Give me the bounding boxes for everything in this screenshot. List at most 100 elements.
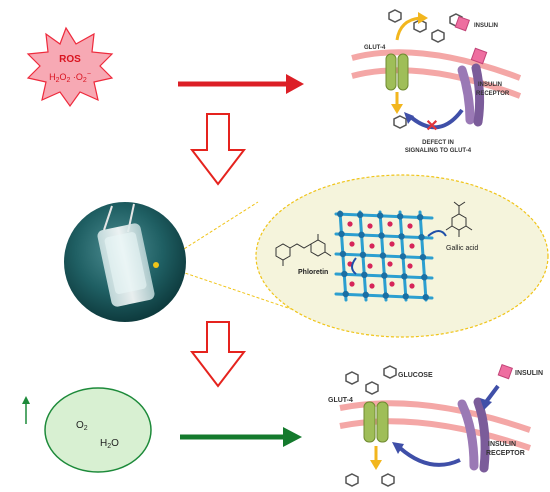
insulin-molecule-top	[470, 47, 488, 65]
vial-photo	[64, 202, 186, 322]
signaling-arrow-bottom	[398, 446, 461, 467]
crosslink-node	[401, 273, 408, 280]
drug-particle	[387, 261, 393, 267]
oxygen-water-circle	[44, 387, 152, 473]
crosslink-node	[416, 214, 424, 221]
phloretin-label: Phloretin	[298, 269, 328, 276]
crosslink-node	[361, 271, 368, 278]
crosslink-node	[341, 270, 348, 278]
crosslink-node	[381, 272, 388, 279]
drug-particle	[389, 241, 395, 247]
membrane-top-line-1	[351, 49, 522, 81]
red-arrow	[178, 74, 304, 94]
glut4-label-top: GLUT-4	[364, 45, 386, 51]
insulin-icon-bottom	[497, 363, 513, 380]
crosslink-node	[402, 293, 409, 300]
o2-label: O2	[76, 420, 88, 432]
insulin-binding-arrowhead	[480, 398, 492, 410]
receptor-label-bottom-1: INSULIN	[488, 441, 516, 448]
crosslink-node	[379, 252, 387, 259]
glut4-label-bottom: GLUT-4	[328, 397, 353, 404]
ros-starburst-shape	[26, 26, 114, 108]
glucose-flow-arrow-top	[395, 16, 421, 41]
ros-burst: ROS H2O2 ·O2−	[26, 26, 114, 108]
glucose-flow-arrowhead-top	[418, 12, 428, 24]
membrane-bottom-line-2	[339, 418, 531, 451]
callout-line-1	[175, 201, 259, 255]
signaling-arrowhead-bottom	[392, 442, 404, 454]
insulin-receptor-top	[457, 63, 485, 127]
glut4-transporter-top	[385, 53, 409, 91]
drug-particle	[409, 243, 415, 249]
crosslink-node	[396, 213, 404, 220]
signaling-arrow-top	[410, 108, 464, 130]
receptor-label-top-1: INSULIN	[478, 82, 502, 88]
glucose-label-bottom: GLUCOSE	[398, 372, 433, 379]
drug-particle	[389, 281, 395, 287]
gallic-acid-label: Gallic acid	[446, 245, 478, 252]
down-arrow-bottom	[189, 321, 247, 388]
insulin-label-top: INSULIN	[474, 23, 498, 29]
glut4-transporter-bottom	[363, 401, 389, 443]
network-strand	[334, 212, 434, 220]
drug-particle	[387, 221, 393, 227]
defect-x-icon: ✕	[425, 118, 438, 135]
green-arrow	[180, 427, 302, 447]
drug-particle	[369, 243, 375, 249]
receptor-label-bottom-2: RECEPTOR	[486, 450, 525, 457]
receptor-label-top-2: RECEPTOR	[476, 91, 510, 97]
crosslink-node	[422, 294, 429, 301]
drug-particle	[367, 223, 373, 229]
crosslink-node	[339, 250, 347, 258]
membrane-bottom-line-1	[339, 400, 531, 433]
h2o-label: H2O	[100, 438, 119, 450]
crosslink-node	[338, 230, 345, 238]
ros-formula: H2O2 ·O2−	[49, 71, 91, 84]
hydrogel-network	[334, 210, 434, 302]
crosslink-node	[358, 231, 365, 238]
bottom-panel: GLUCOSE GLUT-4 INSULIN INSULIN RECEPTOR	[328, 363, 543, 487]
insulin-receptor-bottom	[457, 397, 490, 473]
glucose-down-arrowhead-bottom	[370, 460, 382, 470]
gallic-acid-structure	[445, 201, 473, 237]
phloretin-structure	[275, 234, 332, 266]
crosslink-node	[399, 253, 407, 260]
crosslink-node	[376, 212, 384, 219]
drug-particle	[349, 241, 355, 247]
glucose-down-arrowhead-top	[391, 104, 403, 114]
insulin-label-bottom: INSULIN	[515, 370, 543, 377]
ros-title: ROS	[59, 54, 81, 65]
insulin-binding-arrow	[484, 384, 500, 404]
drug-particle	[347, 221, 353, 227]
drug-particle	[409, 283, 415, 289]
crosslink-node	[378, 232, 385, 239]
crosslink-node	[359, 251, 367, 258]
glucose-hexagons-top	[388, 9, 463, 129]
drug-particle	[369, 283, 375, 289]
top-panel: ✕ GLUT-4 INSULIN INSULIN RECEPTOR DEFECT…	[351, 9, 522, 154]
down-arrow-top	[189, 113, 247, 186]
crosslink-node	[336, 210, 344, 218]
drug-particle	[367, 263, 373, 269]
defect-label-1: DEFECT IN	[422, 140, 454, 146]
crosslink-node	[356, 211, 364, 218]
crosslink-node	[382, 292, 389, 299]
drug-particle	[407, 263, 413, 269]
network-pointer-arrow-2	[427, 230, 447, 237]
callout-line-2	[175, 269, 301, 313]
crosslink-node	[421, 274, 428, 281]
crosslink-node	[398, 233, 405, 240]
crosslink-node	[419, 254, 427, 261]
crosslink-node	[418, 234, 425, 241]
crosslink-node	[362, 291, 369, 298]
up-arrow	[22, 396, 30, 424]
defect-label-2: SIGNALING TO GLUT-4	[405, 148, 472, 154]
insulin-legend-icon-top	[454, 15, 470, 32]
membrane-top-line-2	[351, 67, 522, 99]
drug-particle	[407, 223, 413, 229]
network-pointer-arrow	[351, 257, 357, 275]
drug-particle	[349, 281, 355, 287]
crosslink-node	[342, 290, 349, 298]
glucose-hexagons-bottom	[345, 365, 397, 487]
